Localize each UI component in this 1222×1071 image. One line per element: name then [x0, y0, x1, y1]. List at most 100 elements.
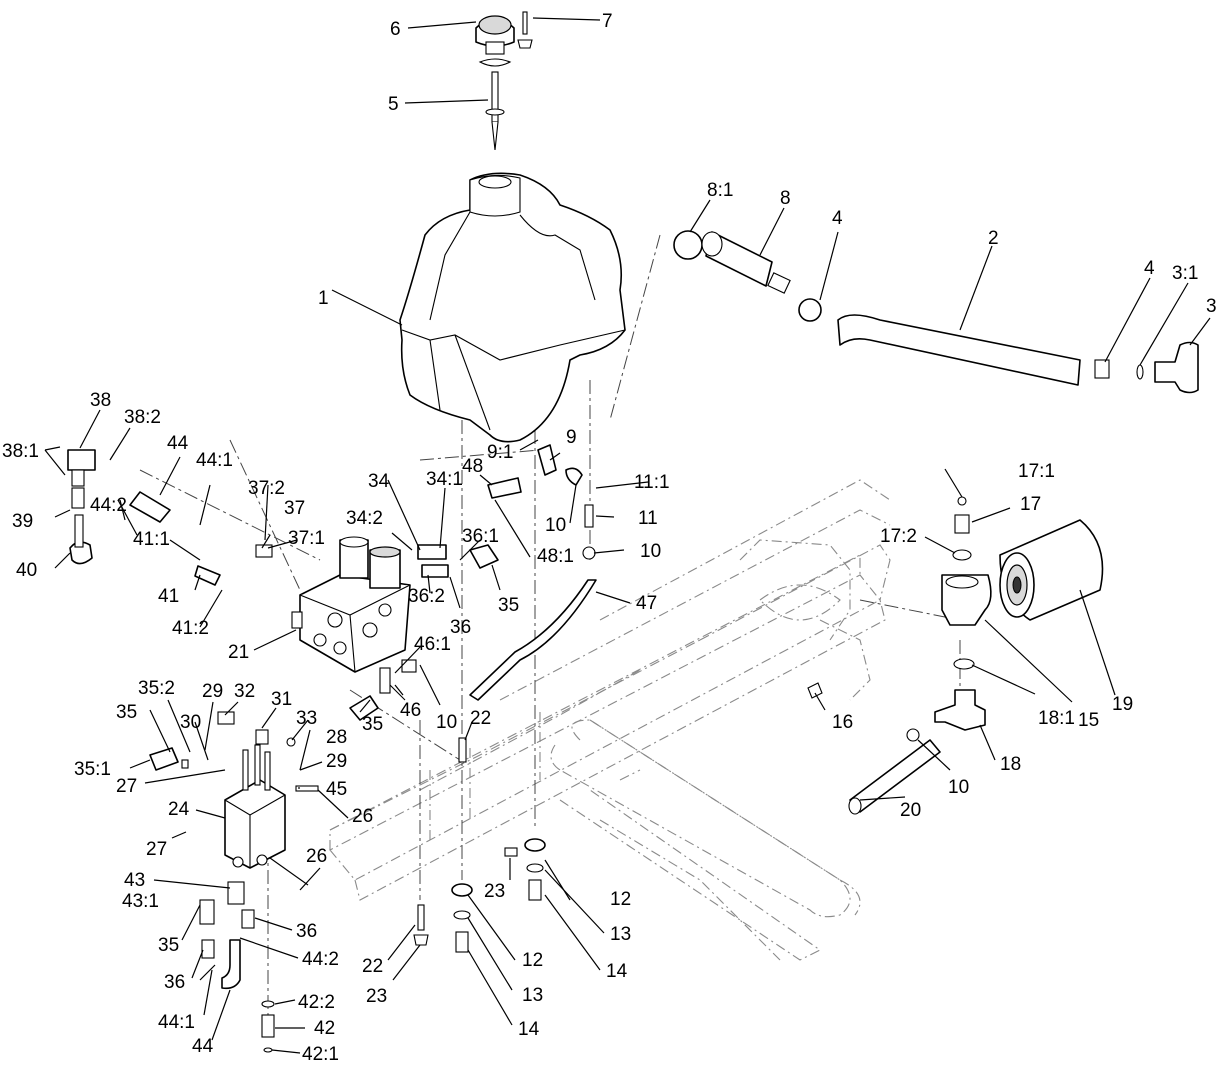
manifold-fittings	[67, 444, 597, 763]
callout-43: 43	[124, 870, 145, 891]
callout-8-1: 8:1	[707, 180, 733, 201]
callout-30: 30	[180, 712, 201, 733]
callout-17-2: 17:2	[880, 526, 917, 547]
callout-14: 14	[518, 1019, 540, 1040]
callout-14: 14	[606, 961, 628, 982]
callout-11: 11	[638, 508, 658, 529]
callout-35: 35	[158, 935, 179, 956]
callout-35-1: 35:1	[74, 759, 111, 780]
callout-12: 12	[610, 889, 631, 910]
callout-10: 10	[545, 515, 566, 536]
callout-10: 10	[436, 712, 457, 733]
callout-42: 42	[314, 1018, 335, 1039]
lower-fittings	[149, 711, 546, 1053]
callout-2: 2	[988, 228, 999, 249]
callout-21: 21	[228, 642, 249, 663]
callout-44-2: 44:2	[302, 949, 339, 970]
callout-31: 31	[271, 689, 292, 710]
callout-18-1: 18:1	[1038, 708, 1075, 729]
callout-44: 44	[167, 433, 189, 454]
callout-44-2: 44:2	[90, 495, 127, 516]
callout-6: 6	[390, 19, 401, 40]
callout-24: 24	[168, 799, 190, 820]
callout-48-1: 48:1	[537, 546, 574, 567]
callout-23: 23	[484, 881, 505, 902]
callout-32: 32	[234, 681, 255, 702]
suction-line	[673, 230, 1199, 394]
callout-10: 10	[948, 777, 969, 798]
callout-44-1: 44:1	[158, 1012, 195, 1033]
callout-44: 44	[192, 1036, 214, 1057]
leader-lines	[44, 17, 1211, 1054]
callout-35: 35	[116, 702, 137, 723]
filter-assembly	[807, 496, 1104, 815]
callout-34-1: 34:1	[426, 469, 463, 490]
callout-15: 15	[1078, 710, 1099, 731]
callout-36-1: 36:1	[462, 526, 499, 547]
callout-20: 20	[900, 800, 921, 821]
callout-16: 16	[832, 712, 853, 733]
callout-34-2: 34:2	[346, 508, 383, 529]
callout-34: 34	[368, 471, 390, 492]
callout-41-2: 41:2	[172, 618, 209, 639]
chassis-frame	[329, 479, 891, 961]
callout-36: 36	[450, 617, 471, 638]
callout-29: 29	[326, 751, 347, 772]
callout-36: 36	[164, 972, 185, 993]
callout-3: 3	[1206, 296, 1217, 317]
callout-13: 13	[522, 985, 543, 1006]
callout-labels: 6 7 5 8:1 8 4 2 4 3:1 3 1 38 38:2 44 44:…	[2, 11, 1217, 1065]
callout-7: 7	[602, 11, 613, 32]
callout-46: 46	[400, 700, 421, 721]
callout-27: 27	[146, 839, 167, 860]
tank-cap-assembly	[475, 11, 533, 151]
callout-42-2: 42:2	[298, 992, 335, 1013]
valve-block	[224, 744, 309, 886]
callout-37-2: 37:2	[248, 478, 285, 499]
callout-35: 35	[362, 714, 383, 735]
callout-26: 26	[352, 806, 373, 827]
callout-29: 29	[202, 681, 223, 702]
callout-44-1: 44:1	[196, 450, 233, 471]
callout-1: 1	[318, 288, 329, 309]
callout-8: 8	[780, 188, 791, 209]
callout-11-1: 11:1	[634, 472, 670, 493]
callout-35-2: 35:2	[138, 678, 175, 699]
callout-4: 4	[832, 208, 843, 229]
callout-38-2: 38:2	[124, 407, 161, 428]
callout-26: 26	[306, 846, 327, 867]
callout-3-1: 3:1	[1172, 263, 1198, 284]
callout-17: 17	[1020, 494, 1041, 515]
hydraulic-manifold	[291, 536, 411, 673]
callout-38-1: 38:1	[2, 441, 39, 462]
callout-13: 13	[610, 924, 631, 945]
callout-35: 35	[498, 595, 519, 616]
callout-10: 10	[640, 541, 661, 562]
callout-37: 37	[284, 498, 305, 519]
callout-36: 36	[296, 921, 317, 942]
callout-33: 33	[296, 708, 317, 729]
callout-46-1: 46:1	[414, 634, 451, 655]
callout-40: 40	[16, 560, 37, 581]
callout-41: 41	[158, 586, 179, 607]
callout-43-1: 43:1	[122, 891, 159, 912]
callout-18: 18	[1000, 754, 1021, 775]
callout-9-1: 9:1	[487, 442, 513, 463]
callout-5: 5	[388, 94, 399, 115]
callout-28: 28	[326, 727, 347, 748]
callout-36-2: 36:2	[408, 586, 445, 607]
callout-9: 9	[566, 427, 577, 448]
callout-45: 45	[326, 779, 347, 800]
callout-47: 47	[636, 593, 657, 614]
callout-17-1: 17:1	[1018, 461, 1055, 482]
callout-37-1: 37:1	[288, 528, 325, 549]
callout-41-1: 41:1	[133, 529, 170, 550]
callout-23: 23	[366, 986, 387, 1007]
callout-19: 19	[1112, 694, 1133, 715]
callout-22: 22	[362, 956, 383, 977]
hydraulic-tank	[399, 172, 626, 443]
callout-39: 39	[12, 511, 33, 532]
callout-27: 27	[116, 776, 137, 797]
callout-48: 48	[462, 456, 483, 477]
